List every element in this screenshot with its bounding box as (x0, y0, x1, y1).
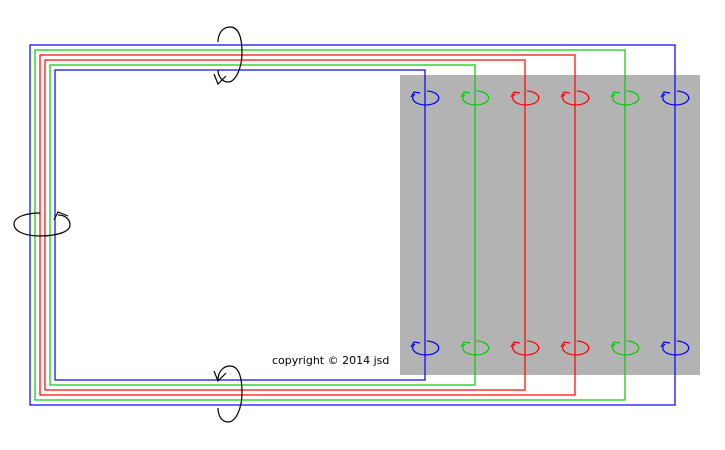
loop-5 (34, 49, 626, 401)
small-circulation-arrows (410, 90, 690, 356)
small-circulation-arrow-bottom-2 (460, 340, 490, 356)
small-circulation-arrow-bottom-4 (560, 340, 590, 356)
small-circulation-arrow-bottom-3 (510, 340, 540, 356)
small-circulation-arrow-bottom-5 (610, 340, 640, 356)
copyright-text: copyright © 2014 jsd (272, 354, 389, 367)
large-circulation-arrow-left (13, 211, 71, 237)
loop-1 (54, 69, 426, 381)
small-circulation-arrow-bottom-6 (660, 340, 690, 356)
small-circulation-arrow-top-6 (660, 90, 690, 106)
small-circulation-arrow-top-1 (410, 90, 440, 106)
small-circulation-arrow-top-2 (460, 90, 490, 106)
large-circulation-arrow-top (213, 26, 243, 86)
large-circulation-arrow-bottom (213, 365, 243, 423)
small-circulation-arrow-top-4 (560, 90, 590, 106)
small-circulation-arrow-top-3 (510, 90, 540, 106)
loop-6 (29, 44, 676, 406)
loop-4 (39, 54, 576, 396)
loop-2 (49, 64, 476, 386)
small-circulation-arrow-top-5 (610, 90, 640, 106)
loop-3 (44, 59, 526, 391)
small-circulation-arrow-bottom-1 (410, 340, 440, 356)
nested-loops (29, 44, 676, 406)
shaded-region (400, 75, 700, 375)
